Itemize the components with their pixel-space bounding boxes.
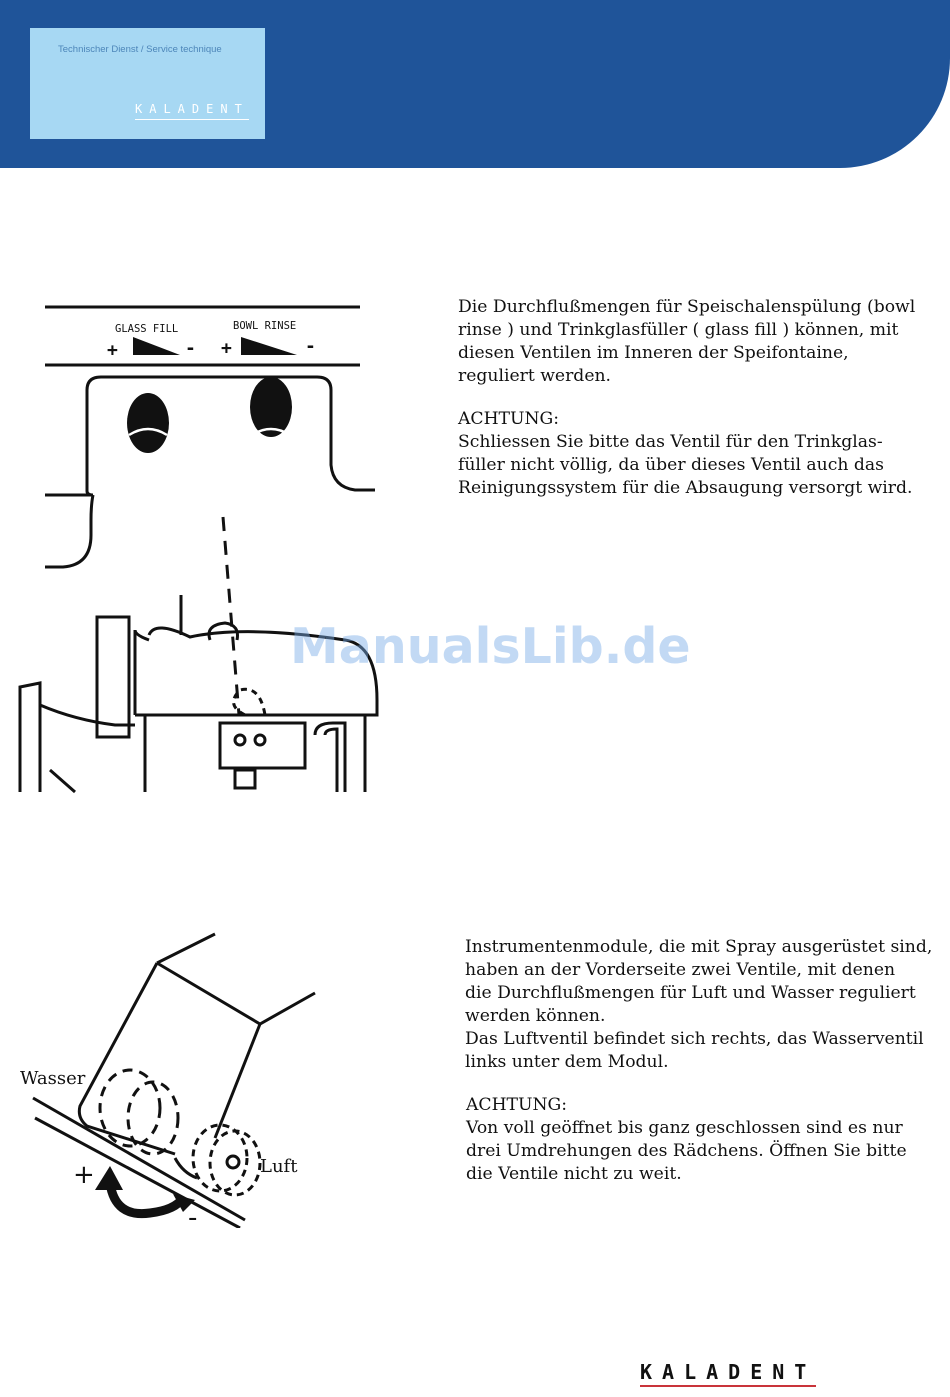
section2-line: werden können.: [465, 1006, 606, 1026]
label-bowl-rinse: BOWL RINSE: [233, 320, 296, 332]
section2-line: links unter dem Modul.: [465, 1052, 669, 1072]
glass-fill-minus: -: [185, 338, 196, 359]
section2-line: haben an der Vorderseite zwei Ventile, m…: [465, 960, 896, 980]
glass-fill-knob-icon: [127, 393, 169, 453]
section2-warning-line: drei Umdrehungen des Rädchens. Öffnen Si…: [466, 1141, 907, 1161]
bowl-rinse-plus: +: [221, 338, 232, 359]
valve-panel-figure: GLASS FILL BOWL RINSE + - + -: [18, 305, 379, 794]
section2-line: Instrumentenmodule, die mit Spray ausger…: [465, 937, 933, 957]
section2-warning-line: die Ventile nicht zu weit.: [466, 1164, 682, 1184]
bowl-rinse-minus: -: [305, 336, 316, 357]
logo-tagline: Technischer Dienst / Service technique: [58, 44, 222, 55]
section1-warning-title: ACHTUNG:: [458, 409, 560, 429]
section2-line: Das Luftventil befindet sich rechts, das…: [465, 1029, 924, 1049]
section1-line: Die Durchflußmengen für Speischalenspülu…: [458, 297, 916, 317]
bowl-rinse-knob-icon: [250, 377, 292, 437]
header-band: Technischer Dienst / Service technique K…: [0, 0, 950, 168]
footer-brand: KALADENT: [640, 1360, 817, 1387]
section2-warning-title: ACHTUNG:: [466, 1095, 568, 1115]
section1-warning-line: füller nicht völlig, da über dieses Vent…: [458, 455, 884, 475]
section1-line: reguliert werden.: [458, 366, 612, 386]
section2-warning-line: Von voll geöffnet bis ganz geschlossen s…: [466, 1118, 903, 1138]
section2-line: die Durchflußmengen für Luft und Wasser …: [465, 983, 916, 1003]
glass-fill-plus: +: [107, 340, 118, 361]
section2-warning: ACHTUNG: Von voll geöffnet bis ganz gesc…: [466, 1094, 907, 1186]
section1-line: diesen Ventilen im Inneren der Speifonta…: [458, 343, 849, 363]
instrument-module-figure: Wasser Luft + -: [20, 932, 316, 1228]
section1-intro: Die Durchflußmengen für Speischalenspülu…: [458, 296, 915, 388]
minus-sign: -: [188, 1203, 197, 1228]
rotation-arrow-icon: [105, 1182, 187, 1219]
section1-warning-line: Schliessen Sie bitte das Ventil für den …: [458, 432, 883, 452]
section1-warning-line: Reinigungssystem für die Absaugung verso…: [458, 478, 913, 498]
logo-wordmark: KALADENT: [135, 102, 249, 120]
section1-line: rinse ) und Trinkglasfüller ( glass fill…: [458, 320, 899, 340]
label-glass-fill: GLASS FILL: [115, 323, 178, 335]
label-luft: Luft: [260, 1156, 298, 1177]
logo-box: Technischer Dienst / Service technique K…: [30, 28, 265, 139]
plus-sign: +: [73, 1160, 95, 1190]
section1-warning: ACHTUNG: Schliessen Sie bitte das Ventil…: [458, 408, 912, 500]
section2-intro: Instrumentenmodule, die mit Spray ausger…: [465, 936, 932, 1074]
label-wasser: Wasser: [20, 1068, 86, 1089]
watermark: ManualsLib.de: [290, 618, 691, 675]
